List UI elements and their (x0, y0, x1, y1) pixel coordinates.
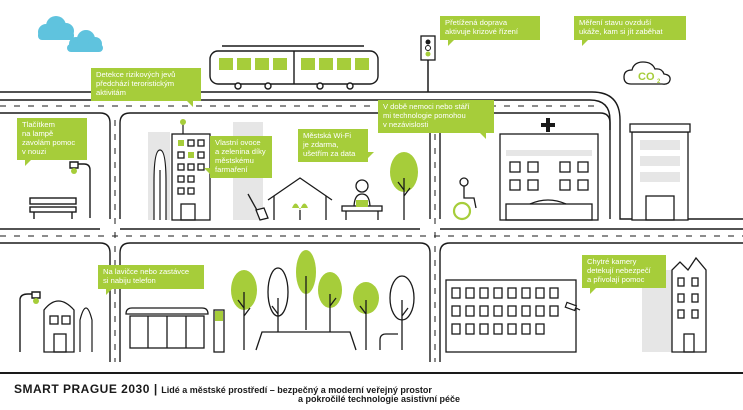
callout-line: mi technologie pomohou (383, 110, 466, 120)
tower-building-icon (629, 123, 691, 221)
street-lamp-icon (19, 291, 41, 352)
rooftop-plant-icon (180, 119, 186, 134)
hospital-cross-icon (541, 118, 555, 132)
callout-line: Tlačítkem (22, 120, 55, 129)
footer: SMART PRAGUE 2030|Lidé a městské prostře… (14, 380, 734, 404)
callout-line: aktivuje krizové řízení (445, 26, 519, 36)
small-house-icon (43, 300, 75, 353)
security-camera-icon (564, 301, 581, 312)
callout-charging-bench: Na lavičce nebo zastávce si nabiju telef… (98, 265, 204, 295)
callout-line: předchází teroristickým (96, 78, 175, 88)
callout-line: a zelenina díky (215, 146, 266, 156)
tram-icon (209, 45, 379, 90)
callout-line: Přetížená doprava (445, 18, 508, 27)
person-with-laptop-icon (341, 179, 383, 220)
park-bench-icon (255, 331, 398, 351)
callout-line: ušetřím za data (303, 148, 356, 158)
office-building-icon (445, 279, 577, 353)
callout-smart-cameras: Chytré kamery detekují nebezpečí a přivo… (582, 255, 666, 294)
callout-line: v nouzi (22, 146, 47, 156)
garden-pergola-icon (267, 177, 333, 220)
footer-title-line2: a pokročilé technologie asistivní péče (298, 394, 461, 404)
apartment-building-icon (171, 133, 211, 221)
bench-icon (29, 197, 77, 219)
callout-line: Chytré kamery (587, 257, 637, 266)
shovel-icon (247, 193, 269, 221)
callout-traffic: Přetížená doprava aktivuje krizové řízen… (440, 16, 540, 46)
callout-line: V době nemoci nebo stáří (383, 102, 470, 111)
footer-separator: | (153, 382, 158, 396)
callout-wifi: Městská Wi-Fi je zdarma, ušetřím za data (298, 129, 374, 162)
callout-urban-farming: Vlastní ovoce a zelenina díky městskému … (204, 136, 272, 178)
callout-panic-button: Tlačítkem na lampě zavolám pomoc v nouzi (17, 118, 87, 166)
street-lamp-icon (69, 161, 91, 218)
callout-line: si nabiju telefon (103, 275, 156, 285)
co2-label: CO (638, 71, 655, 83)
callout-line: Měření stavu ovzduší (579, 18, 652, 27)
co2-cloud-icon (623, 61, 671, 85)
co2-subscript: 2 (657, 79, 661, 85)
callout-line: ukáže, kam si jít zaběhat (579, 26, 663, 36)
footer-title-line1: Lidé a městské prostředí – bezpečný a mo… (161, 385, 432, 395)
road-dashes (0, 105, 743, 362)
callout-line: v nezávislosti (383, 119, 429, 129)
callout-line: aktivitám (96, 87, 126, 97)
callout-line: je zdarma, (303, 139, 339, 149)
callout-line: a přivolají pomoc (587, 274, 645, 284)
callout-line: detekují nebezpečí (587, 265, 651, 275)
callout-line: Detekce rizikových jevů (96, 70, 176, 79)
bus-stop-icon (125, 307, 225, 353)
footer-divider (0, 372, 743, 374)
bush-icon (153, 149, 167, 220)
tree-icon (390, 152, 418, 220)
callout-risk-detection: Detekce rizikových jevů předchází terori… (91, 68, 201, 107)
hospital-building-icon (499, 133, 599, 221)
callout-assistive-tech: V době nemoci nebo stáří mi technologie … (378, 100, 494, 139)
cloud-icon (38, 16, 103, 52)
tower-building-icon (671, 256, 707, 353)
callout-air-quality: Měření stavu ovzduší ukáže, kam si jít z… (574, 16, 686, 46)
callout-line: Na lavičce nebo zastávce (103, 267, 190, 276)
callout-line: farmaření (215, 164, 248, 174)
callout-line: Vlastní ovoce (215, 138, 261, 147)
callout-line: zavolám pomoc (22, 137, 76, 147)
callout-line: na lampě (22, 128, 54, 138)
callout-line: městskému (215, 155, 254, 165)
traffic-light-icon (420, 35, 436, 92)
footer-brand: SMART PRAGUE 2030 (14, 382, 150, 396)
bush-icon (79, 307, 93, 352)
wheelchair-person-icon (452, 177, 477, 221)
callout-line: Městská Wi-Fi (303, 131, 352, 140)
